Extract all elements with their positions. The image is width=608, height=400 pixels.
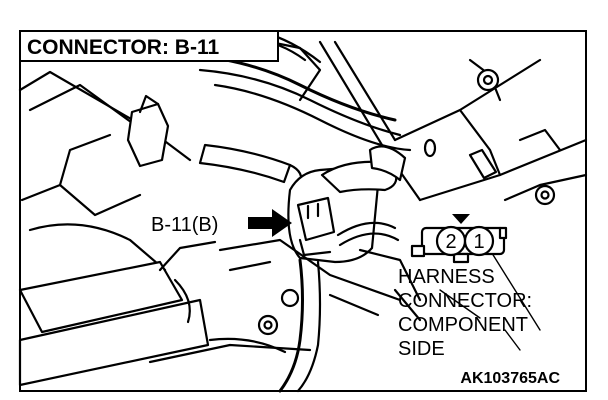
diagram-title: CONNECTOR: B-11 — [27, 36, 219, 59]
callout-arrow — [248, 209, 292, 237]
harness-note-line4: SIDE — [398, 338, 445, 360]
figure-code: AK103765AC — [460, 370, 560, 387]
pin-label-1: 1 — [473, 231, 484, 253]
harness-note: HARNESS CONNECTOR: COMPONENT SIDE — [398, 266, 532, 360]
harness-note-line1: HARNESS — [398, 266, 495, 288]
engine-bay-drawing — [18, 30, 588, 393]
callout-label: B-11(B) — [151, 214, 218, 236]
harness-note-line3: COMPONENT — [398, 314, 528, 336]
harness-connector-symbol: 2 1 — [410, 214, 508, 264]
title-box — [19, 30, 279, 62]
harness-note-line2: CONNECTOR: — [398, 290, 532, 312]
pin-label-2: 2 — [445, 231, 456, 253]
